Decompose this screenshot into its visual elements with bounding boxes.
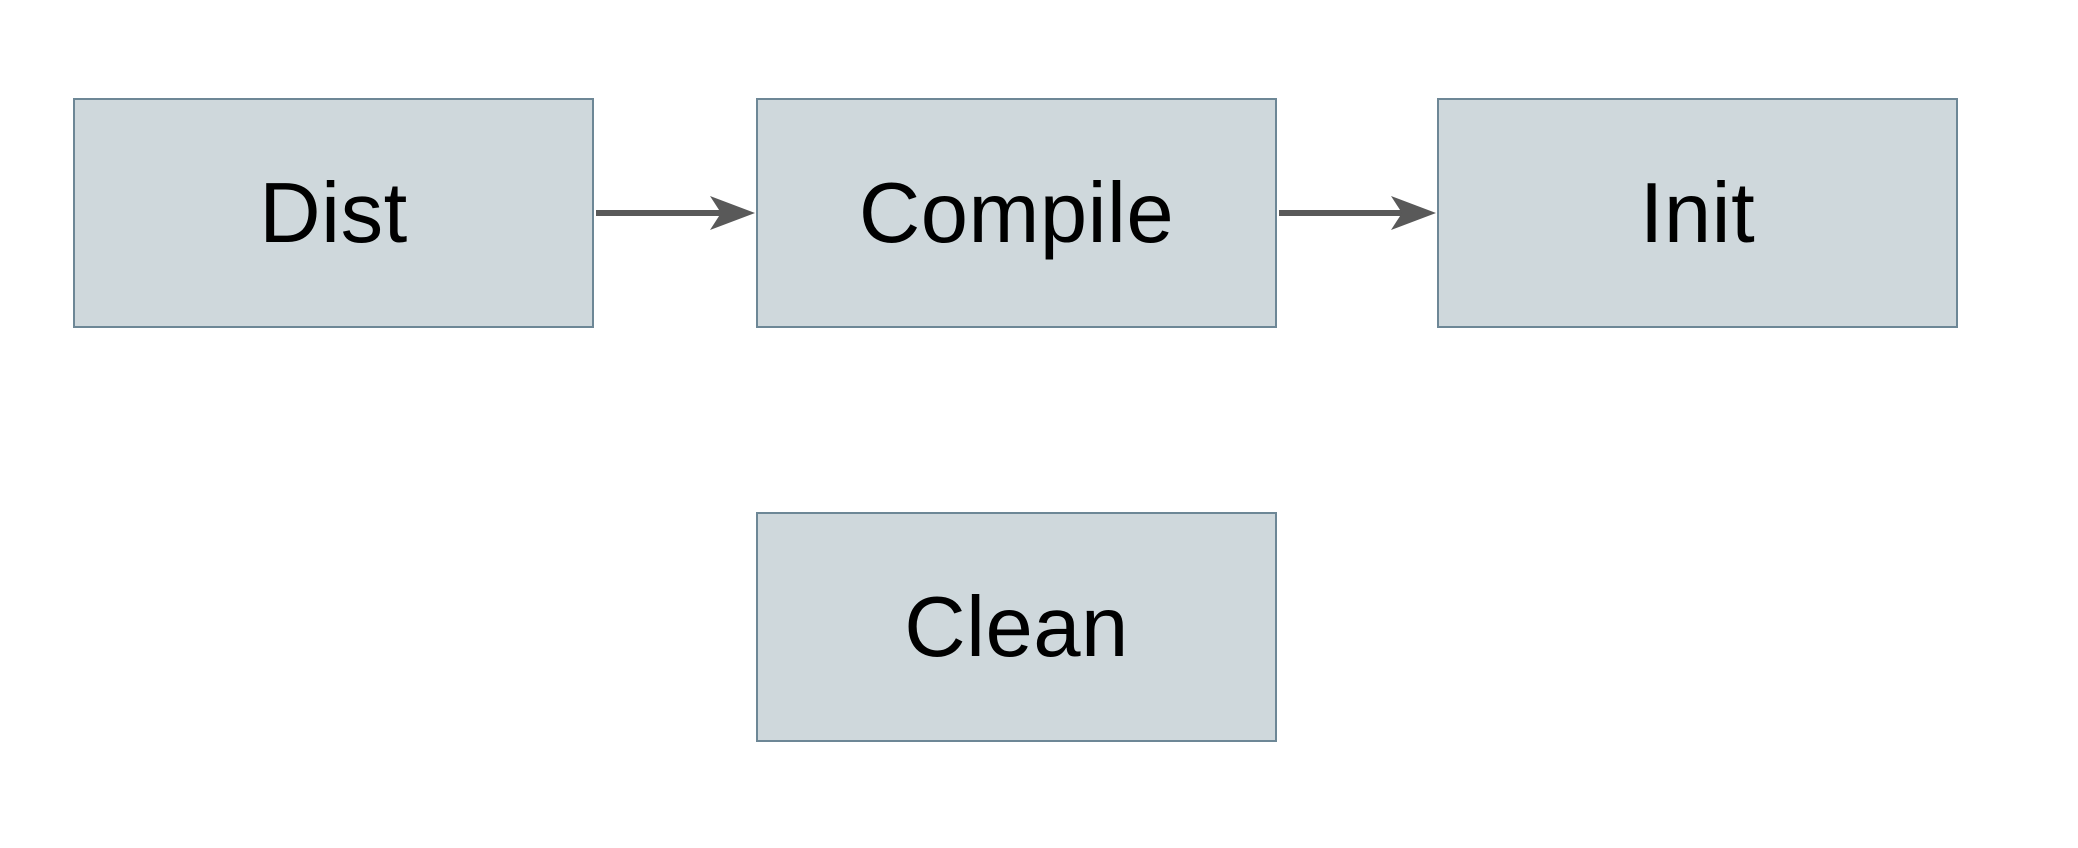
node-dist: Dist <box>73 98 594 328</box>
arrow-compile-to-init <box>1279 196 1436 230</box>
node-init-label: Init <box>1639 165 1756 261</box>
node-clean-label: Clean <box>904 579 1129 675</box>
node-clean: Clean <box>756 512 1277 742</box>
node-dist-label: Dist <box>259 165 408 261</box>
node-compile-label: Compile <box>858 165 1175 261</box>
node-init: Init <box>1437 98 1958 328</box>
node-compile: Compile <box>756 98 1277 328</box>
arrow-dist-to-compile <box>596 196 755 230</box>
